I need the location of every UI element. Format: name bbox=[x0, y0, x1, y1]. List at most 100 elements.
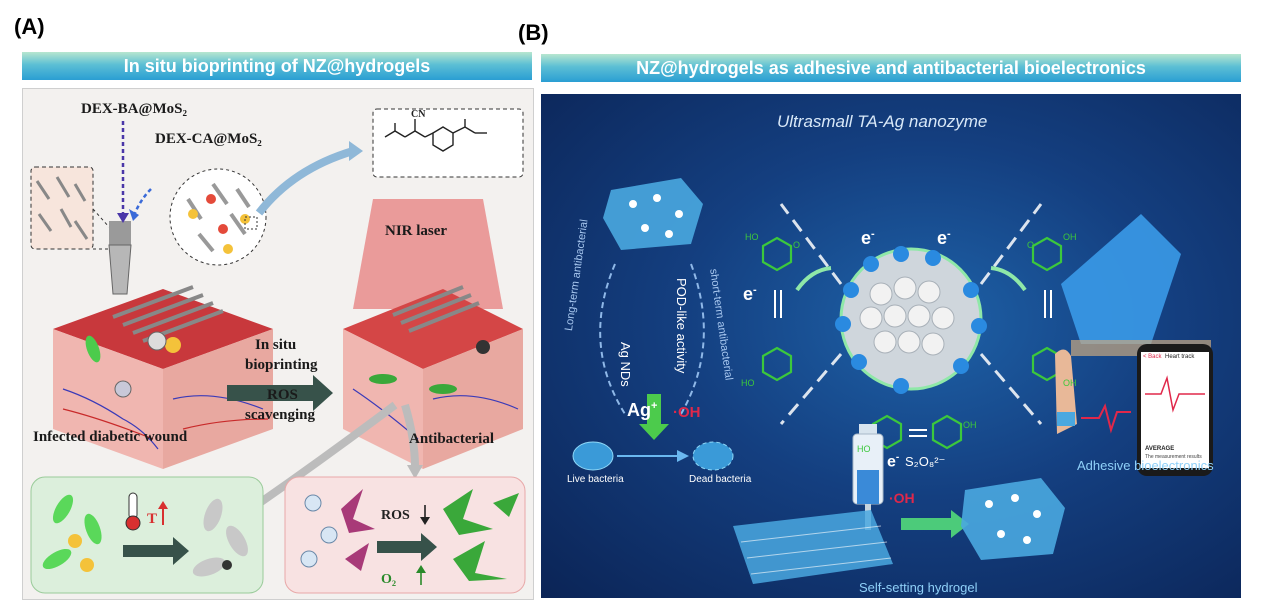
scaffold-right bbox=[392, 285, 480, 333]
ink-2-arrow bbox=[133, 188, 152, 214]
panel-b-svg bbox=[572, 178, 1213, 584]
bioprinting-label-line1: In situ bbox=[255, 337, 297, 353]
live-bacterium bbox=[572, 441, 614, 471]
phenol-oh-2: OH bbox=[1063, 378, 1077, 388]
print-nozzle bbox=[108, 244, 132, 295]
electron-label-2: e- bbox=[937, 228, 951, 249]
phone-title: Heart track bbox=[1165, 354, 1195, 360]
redox-arrow-right bbox=[990, 266, 1027, 292]
wound-label: Infected diabetic wound bbox=[33, 429, 188, 445]
cells-right bbox=[369, 340, 490, 394]
phenol-oh-1: OH bbox=[1063, 232, 1077, 242]
phone-ecg bbox=[1145, 375, 1205, 413]
long-term-arrow bbox=[599, 263, 626, 415]
temp-label: T bbox=[147, 511, 157, 527]
phenol-oh-3: OH bbox=[963, 420, 977, 430]
nozzle-top bbox=[109, 221, 131, 245]
electron-label-4: e- bbox=[887, 452, 899, 471]
panel-b-banner: NZ@hydrogels as adhesive and antibacteri… bbox=[541, 54, 1241, 82]
nanozyme-title: Ultrasmall TA-Ag nanozyme bbox=[777, 112, 988, 131]
ros-down-label: ROS bbox=[381, 508, 410, 523]
panel-b-letter: (B) bbox=[518, 20, 549, 45]
persulfate-label: S₂O₈²⁻ bbox=[905, 454, 946, 469]
hydroxyl-radical-label-2: ·OH bbox=[889, 490, 915, 506]
self-setting-label: Self-setting hydrogel bbox=[859, 580, 978, 595]
electron-charge-3: - bbox=[753, 284, 757, 296]
phenol-ho-1: HO bbox=[745, 232, 759, 242]
live-bacteria-label: Live bacteria bbox=[567, 474, 624, 485]
phenol-o-2: O bbox=[1027, 240, 1035, 250]
inflamed-cells bbox=[300, 489, 375, 571]
bioprinting-arrow bbox=[227, 375, 333, 411]
panel-a-letter: (A) bbox=[14, 14, 45, 39]
antibacterial-arrow bbox=[401, 403, 419, 468]
electron-charge-4: - bbox=[895, 452, 900, 463]
bacteria-left bbox=[85, 331, 181, 398]
nir-laser-label: NIR laser bbox=[385, 223, 448, 239]
ink-1-label: DEX-BA@MoS₂ bbox=[81, 101, 187, 117]
ros-label-line1: ROS bbox=[267, 387, 298, 403]
panel-a-illustration: CN bbox=[22, 88, 534, 600]
electron-symbol-3: e bbox=[743, 284, 754, 304]
wound-tissue-block bbox=[53, 289, 273, 469]
ros-arrow bbox=[248, 401, 398, 513]
ag-charge: + bbox=[651, 400, 658, 412]
phenol-ho-3: HO bbox=[857, 444, 871, 454]
electron-charge-2: - bbox=[947, 228, 951, 240]
phone-note: The measurement results bbox=[1145, 454, 1202, 460]
pod-label: POD-like activity bbox=[674, 278, 689, 374]
hydroxyl-radical-label: ·OH bbox=[673, 404, 701, 421]
ag-nds-label: Ag NDs bbox=[618, 342, 633, 387]
magnified-network bbox=[169, 168, 267, 266]
network-sheets bbox=[186, 182, 251, 253]
heat-kill-arrow bbox=[123, 537, 189, 565]
nanozyme-particles bbox=[859, 276, 955, 356]
dead-bacteria-label: Dead bacteria bbox=[689, 474, 752, 485]
electron-symbol-2: e bbox=[937, 228, 948, 248]
nir-beam bbox=[353, 199, 503, 309]
ros-label-line2: scavenging bbox=[245, 407, 316, 423]
hydrogel-mesh bbox=[733, 510, 893, 584]
antibacterial-label: Antibacterial bbox=[409, 431, 494, 447]
ink-2-label: DEX-CA@MoS₂ bbox=[155, 131, 262, 147]
treated-tissue-block bbox=[343, 289, 523, 469]
equilibrium-arrows bbox=[774, 290, 1052, 437]
zoom-arrow bbox=[255, 147, 355, 216]
o2-label: O₂ bbox=[381, 572, 396, 587]
healthy-cells bbox=[443, 489, 519, 581]
electron-dots bbox=[835, 246, 987, 394]
chemical-structure bbox=[384, 119, 487, 152]
phone-average: AVERAGE bbox=[1145, 446, 1175, 452]
phone-back: < Back bbox=[1143, 354, 1162, 360]
bioprinting-label-line2: bioprinting bbox=[245, 357, 318, 373]
phone bbox=[1137, 344, 1213, 476]
chemical-structure-box bbox=[372, 108, 524, 178]
dead-bacterium bbox=[692, 441, 734, 471]
ecg-signal bbox=[1081, 403, 1131, 434]
hydrogel-block-top bbox=[603, 178, 703, 250]
redox-arrow-left bbox=[795, 266, 832, 292]
arm-sensor bbox=[1055, 349, 1077, 434]
nanozyme-rays bbox=[779, 203, 1043, 425]
ink-sheets bbox=[35, 176, 89, 240]
panel-a-banner: In situ bioprinting of NZ@hydrogels bbox=[22, 52, 532, 80]
ag-ion-label: Ag+ bbox=[627, 400, 657, 421]
self-setting-arrow bbox=[901, 510, 969, 538]
electron-symbol-4: e bbox=[887, 453, 896, 471]
electron-symbol-1: e bbox=[861, 228, 872, 248]
adhesive-hydrogel bbox=[1061, 214, 1211, 356]
electron-label-3: e- bbox=[743, 284, 757, 305]
hydrogel-block-bottom bbox=[961, 478, 1065, 560]
phenol-ho-2: HO bbox=[741, 378, 755, 388]
electron-charge-1: - bbox=[871, 228, 875, 240]
ag-symbol: Ag bbox=[627, 400, 651, 420]
panel-b-illustration: Ultrasmall TA-Ag nanozyme Long-term anti… bbox=[541, 94, 1241, 598]
electron-label-1: e- bbox=[861, 228, 875, 249]
dead-bacteria-box bbox=[192, 498, 248, 577]
thermometer-icon bbox=[125, 492, 141, 531]
syringe bbox=[852, 424, 884, 530]
cn-label: CN bbox=[411, 109, 426, 120]
crosslink-dots bbox=[188, 194, 250, 254]
ag-ion-arrow bbox=[639, 394, 669, 440]
panel-a-svg: CN bbox=[30, 108, 526, 594]
